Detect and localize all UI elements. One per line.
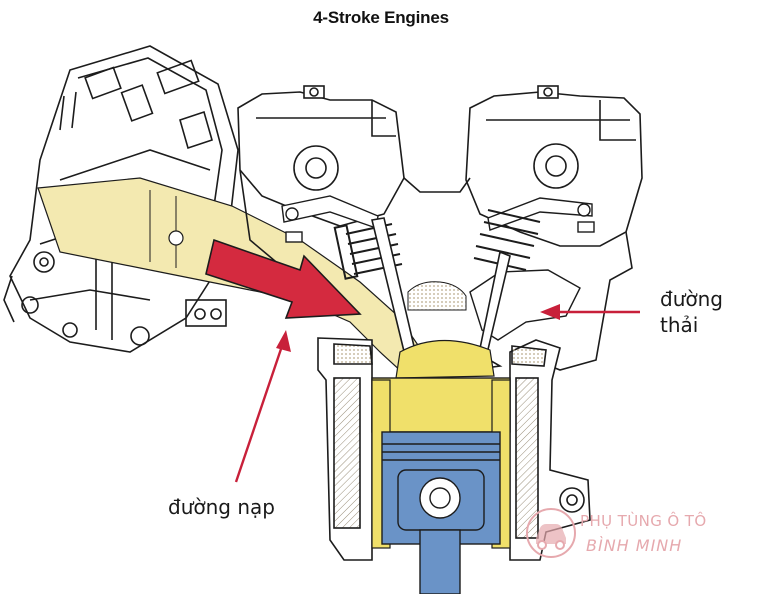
car-logo-icon <box>526 508 576 558</box>
exhaust-label: đường thải <box>660 286 723 338</box>
watermark: PHỤ TÙNG Ô TÔ BÌNH MINH <box>520 506 750 566</box>
intake-label: đường nạp <box>168 495 275 519</box>
exhaust-pointer <box>540 304 640 320</box>
rocker-arms <box>281 195 595 243</box>
intake-pointer <box>234 330 291 483</box>
page-title: 4-Stroke Engines <box>313 8 449 27</box>
watermark-line-1: PHỤ TÙNG Ô TÔ <box>580 512 707 530</box>
cylinder-charge <box>371 377 511 433</box>
piston <box>381 431 501 594</box>
red-arrow-icon <box>205 238 362 319</box>
cylinder-block <box>317 337 591 561</box>
cylinder-head <box>237 85 643 371</box>
exhaust-label-line-2: thải <box>660 313 699 337</box>
valve-springs <box>333 209 541 280</box>
watermark-line-2: BÌNH MINH <box>586 536 683 555</box>
exhaust-label-line-1: đường <box>660 287 723 311</box>
